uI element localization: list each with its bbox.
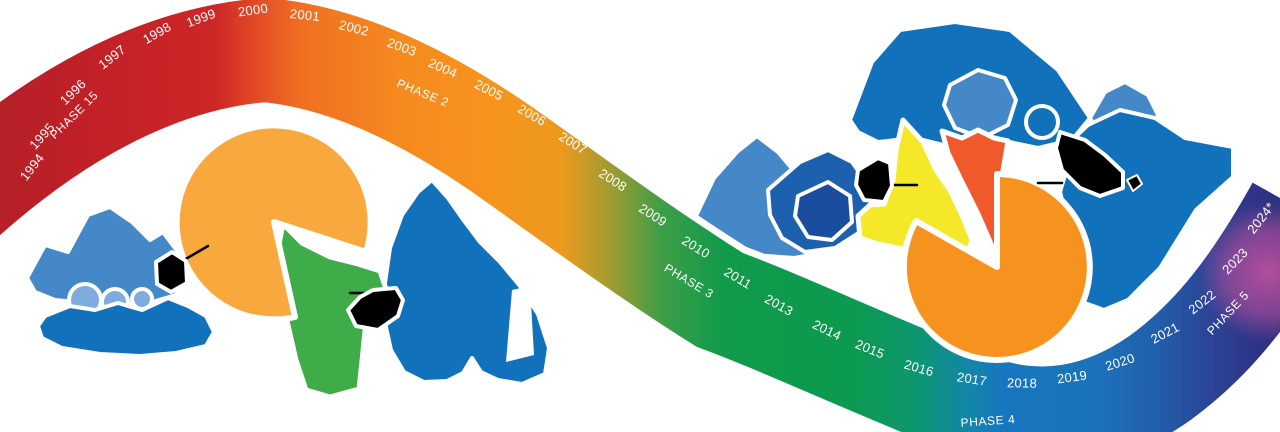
mountain-icon — [25, 205, 184, 307]
flag-icon — [154, 250, 189, 294]
mountain-facet-icon — [793, 180, 854, 242]
flag-icon — [854, 156, 894, 204]
flag-pole-icon — [182, 244, 210, 262]
timeline-ribbon — [0, 50, 1280, 418]
flag-icon — [346, 286, 405, 332]
mountain-facet-icon — [942, 68, 1018, 140]
mountain-icon — [382, 178, 551, 386]
flag-icon — [1054, 130, 1125, 198]
left-scene-foreground — [154, 122, 405, 400]
left-mountain-range — [25, 178, 551, 386]
ribbon-magenta-glow — [1198, 202, 1280, 342]
right-mountain-range — [693, 20, 1235, 312]
mountain-gap — [506, 286, 534, 362]
mountain-base-icon — [36, 296, 216, 358]
sun-pie-icon — [173, 122, 374, 323]
right-scene-foreground — [854, 117, 1143, 363]
sun-pie-icon — [900, 171, 1093, 363]
marker-diamond-icon — [1126, 174, 1143, 192]
mountain-knob-icon — [1024, 104, 1060, 140]
